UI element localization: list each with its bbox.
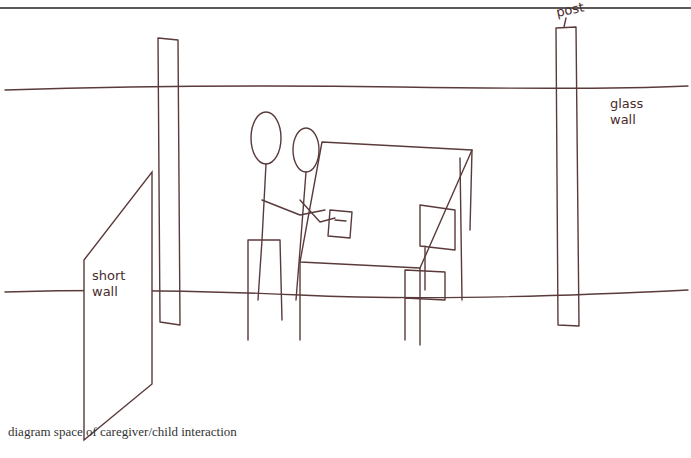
post-label: post xyxy=(555,0,598,21)
wall-panel: short wall xyxy=(80,168,156,448)
panel-outline xyxy=(80,168,156,448)
wall-label: short wall xyxy=(92,268,144,301)
glass-wall-label: glass wall xyxy=(610,96,658,129)
caption: diagram space of caregiver/child interac… xyxy=(8,424,237,440)
